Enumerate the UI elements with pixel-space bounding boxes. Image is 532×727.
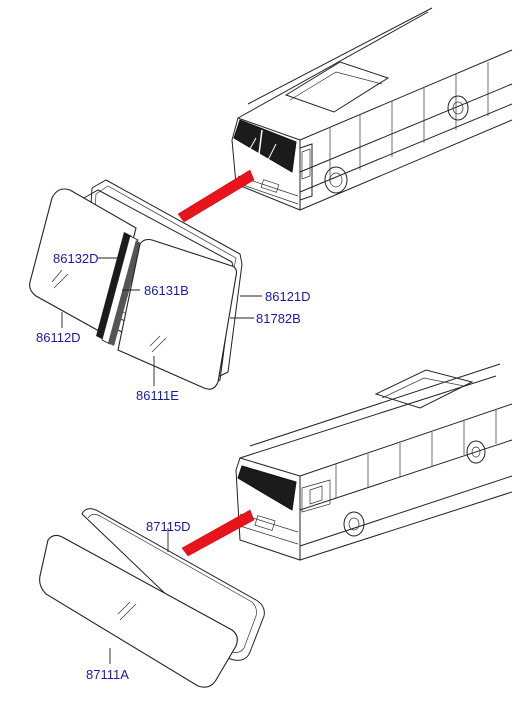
part-number-87115D[interactable]: 87115D	[146, 519, 191, 534]
part-number-86131B[interactable]: 86131B	[144, 283, 189, 298]
part-number-86111E[interactable]: 86111E	[136, 388, 179, 403]
part-number-86121D[interactable]: 86121D	[265, 289, 311, 304]
part-number-86112D[interactable]: 86112D	[36, 330, 81, 345]
bus-rear-illustration	[181, 363, 513, 561]
part-number-87111A[interactable]: 87111A	[86, 667, 129, 682]
bus-front-illustration	[177, 7, 513, 223]
rear-glass-assembly	[39, 508, 265, 688]
part-number-86132D[interactable]: 86132D	[53, 251, 99, 266]
windshield-assembly	[29, 179, 243, 390]
leader-lines	[61, 257, 262, 664]
part-number-81782B[interactable]: 81782B	[256, 311, 301, 326]
